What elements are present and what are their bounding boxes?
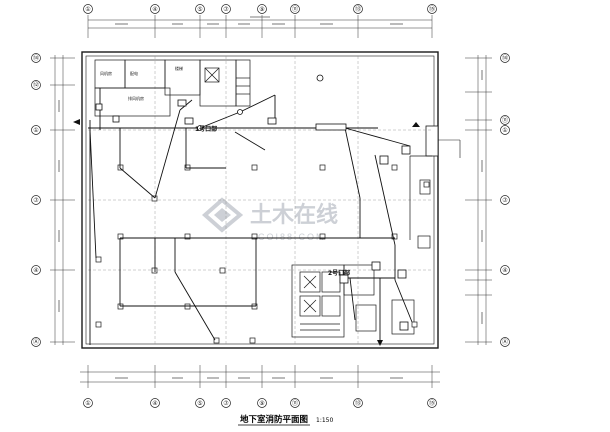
watermark-sub: COI88.COM [258,232,326,242]
bottom-dimensions [80,365,440,388]
axis-bottom-5: ⑨ [259,400,264,407]
axis-left-1: ⑭ [33,54,39,62]
axis-top-8: ⑮ [429,5,435,13]
axis-right-5: ④ [502,267,507,274]
right-recess [409,155,432,249]
axis-left-2: ⑫ [33,81,39,89]
axis-top-4: ⑦ [223,6,229,13]
axis-top-2: ④ [152,6,157,13]
axis-bottom-3: ⑤ [197,400,202,407]
axis-left-3: ① [33,127,38,134]
axis-bubbles [31,4,510,408]
top-dimensions [87,15,433,38]
structural-grid [88,56,432,344]
axis-right-6: Ⓐ [502,338,508,346]
axis-right-1: ⑭ [502,54,508,62]
equipment-symbols [95,74,411,331]
drawing-title: 地下室消防平面图 [240,414,308,425]
outer-walls [81,51,461,349]
axis-bottom-4: ⑦ [223,400,229,407]
watermark-logo-icon [201,197,244,233]
left-dimensions [50,55,75,345]
room-labels: 风机房 配电 楼梯 排风机房 [100,65,183,101]
right-dimensions [465,55,492,345]
axis-top-7: ⑬ [355,5,361,13]
direction-arrows [73,119,420,346]
room-label-d: 排风机房 [128,95,144,101]
axis-bottom-1: ① [85,400,90,407]
dimension-values [58,16,483,379]
axis-top-3: ⑤ [197,6,202,13]
axis-right-2: ⑪ [502,116,508,124]
columns [95,164,430,344]
exit-label-2: 2号口部 [328,269,350,277]
watermark: 土木在线 COI88.COM [201,197,338,242]
room-label-a: 风机房 [100,70,112,76]
axis-top-1: ① [85,6,90,13]
room-label-b: 配电 [130,70,138,76]
upper-left-rooms [94,59,251,117]
axis-bottom-7: ⑬ [355,399,361,407]
axis-bottom-6: ⑪ [292,399,298,407]
axis-left-5: ④ [33,267,38,274]
axis-top-5: ⑨ [259,6,264,13]
room-label-c: 楼梯 [175,65,183,71]
axis-right-3: ① [502,127,507,134]
axis-labels: ① ④ ⑤ ⑦ ⑨ ⑪ ⑬ ⑮ ① ④ ⑤ ⑦ ⑨ ⑪ ⑬ ⑮ ⑭ ⑫ ① ⑦ … [33,5,508,407]
exit-label-1: 1号口部 [195,125,217,133]
drawing-scale: 1:150 [316,417,333,424]
axis-left-6: Ⓐ [33,338,39,346]
axis-right-4: ⑦ [502,197,508,204]
axis-top-6: ⑪ [292,5,298,13]
axis-bottom-2: ④ [152,400,157,407]
fire-pipework [88,88,413,345]
axis-bottom-8: ⑮ [429,399,435,407]
watermark-brand: 土木在线 [250,202,338,227]
axis-left-4: ⑦ [33,197,39,204]
